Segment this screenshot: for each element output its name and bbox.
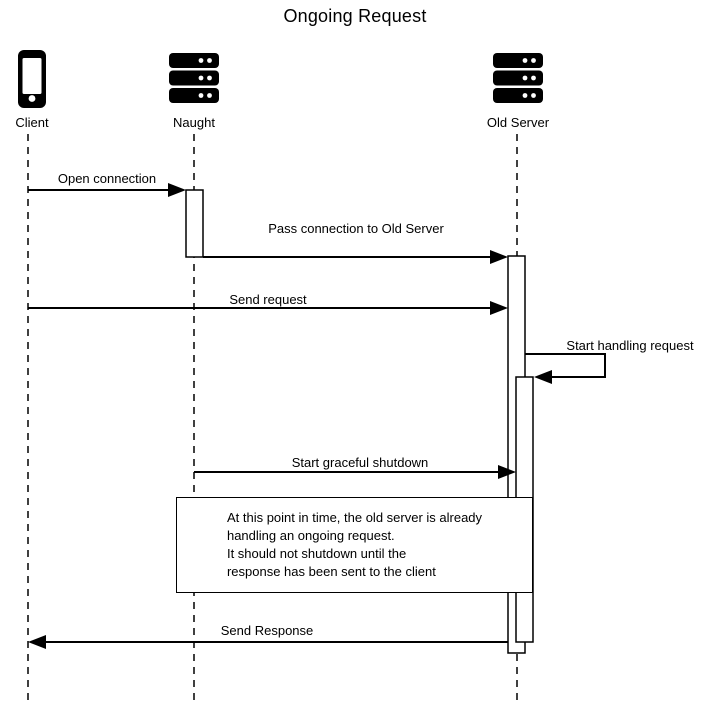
phone-icon [18,50,46,108]
arrowhead-pass-connection [490,250,508,264]
activation-bar-naught [185,189,204,258]
actor-label-client: Client [15,115,49,130]
arrowhead-send-request [490,301,508,315]
arrowhead-graceful-shutdown [498,465,516,479]
server-icon-old-server [493,53,543,103]
message-label-start-handling: Start handling request [566,338,694,353]
diagram-title: Ongoing Request [283,6,427,26]
message-label-graceful-shutdown: Start graceful shutdown [291,455,429,470]
arrowhead-start-handling [534,370,552,384]
note-text: At this point in time, the old server is… [227,509,482,581]
note-box: At this point in time, the old server is… [176,497,533,593]
arrowhead-open-connection [168,183,186,197]
message-label-send-request: Send request [229,292,307,307]
server-icon-naught [169,53,219,103]
arrowhead-send-response [28,635,46,649]
message-line-start-handling-self-loop [525,353,606,378]
note-line: It should not shutdown until the [226,546,407,561]
actor-label-naught: Naught [173,115,215,130]
message-label-open-connection: Open connection [57,171,157,186]
actor-label-old-server: Old Server [486,115,550,130]
message-label-send-response: Send Response [220,623,314,638]
note-line: handling an ongoing request. [226,528,395,543]
note-line: response has been sent to the client [226,564,436,579]
note-line: At this point in time, the old server is… [226,510,483,525]
message-label-pass-connection: Pass connection to Old Server [268,221,444,236]
